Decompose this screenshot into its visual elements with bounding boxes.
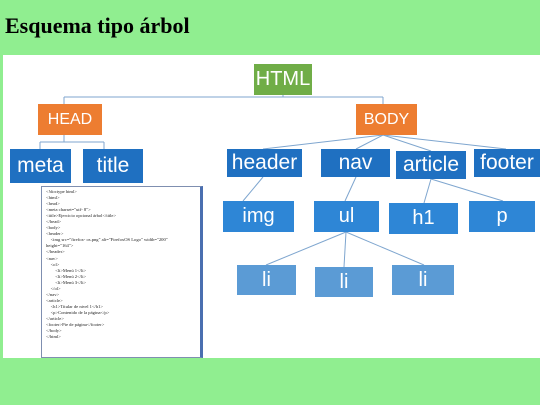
- node-footer: footer: [474, 149, 540, 177]
- node-nav: nav: [321, 149, 390, 177]
- code-line: </head>: [46, 219, 62, 225]
- code-line: </body>: [46, 328, 62, 334]
- diagram-panel: HTML HEAD BODY meta title header nav art…: [3, 55, 540, 358]
- page-title: Esquema tipo árbol: [5, 13, 190, 38]
- code-line: <li>Menú 3</li>: [46, 279, 87, 285]
- node-img: img: [223, 201, 294, 232]
- edge-body-footer: [382, 134, 507, 150]
- code-line: <!doctype html>: [46, 189, 77, 194]
- node-meta: meta: [10, 149, 71, 183]
- html-code-listing: <!doctype html><html><head><meta charset…: [41, 186, 203, 358]
- code-line: <html>: [46, 195, 60, 201]
- node-h1: h1: [389, 203, 458, 234]
- code-line: <article>: [46, 297, 63, 303]
- node-header: header: [227, 149, 302, 177]
- node-head: HEAD: [38, 104, 102, 135]
- node-li-1: li: [237, 265, 296, 295]
- node-p: p: [469, 201, 535, 232]
- edge-body-nav: [355, 134, 384, 150]
- code-line: </ol>: [46, 285, 61, 291]
- code-line: <li>Menú 1</li>: [46, 267, 87, 273]
- code-line: <h1>Titular de nivel 1</h1>: [46, 303, 104, 309]
- edge-body-header: [262, 134, 384, 150]
- code-line: </nav>: [46, 291, 60, 297]
- code-line: </article>: [46, 315, 64, 321]
- edge-article-h1: [423, 178, 432, 204]
- code-line: <header>: [46, 231, 64, 237]
- code-line: height="164">: [46, 243, 74, 249]
- node-html: HTML: [254, 64, 312, 95]
- code-line: <nav>: [46, 255, 58, 261]
- code-line: </header>: [46, 249, 65, 255]
- tree-connectors: [39, 95, 507, 268]
- node-title: title: [83, 149, 143, 183]
- edge-header-img: [242, 176, 264, 202]
- edge-nav-ul: [344, 176, 357, 202]
- code-line: <ol>: [46, 261, 60, 267]
- code-line: <meta charset="utf- 8">: [46, 207, 91, 213]
- edge-body-article: [382, 134, 432, 152]
- node-li-3: li: [392, 265, 454, 295]
- code-line: <li>Menú 2</li>: [46, 273, 87, 279]
- code-line: <img src="firefox- os.png" alt="FirefoxO…: [46, 237, 168, 243]
- code-line: <title>Ejercicio opcional árbol</title>: [46, 213, 117, 219]
- code-line: <body>: [46, 225, 61, 231]
- code-line: </html>: [46, 334, 61, 340]
- code-line: <head>: [46, 201, 60, 207]
- node-body: BODY: [356, 104, 417, 135]
- node-article: article: [396, 151, 466, 179]
- edge-ul-li1: [265, 231, 347, 266]
- edge-ul-li2: [343, 231, 347, 268]
- edge-ul-li3: [345, 231, 425, 266]
- code-line: <footer>Pie de página</footer>: [46, 322, 105, 328]
- code-line: <p>Contenido de la página</p>: [46, 309, 110, 315]
- edge-article-p: [430, 178, 504, 202]
- node-ul: ul: [314, 201, 379, 232]
- node-li-2: li: [315, 267, 373, 297]
